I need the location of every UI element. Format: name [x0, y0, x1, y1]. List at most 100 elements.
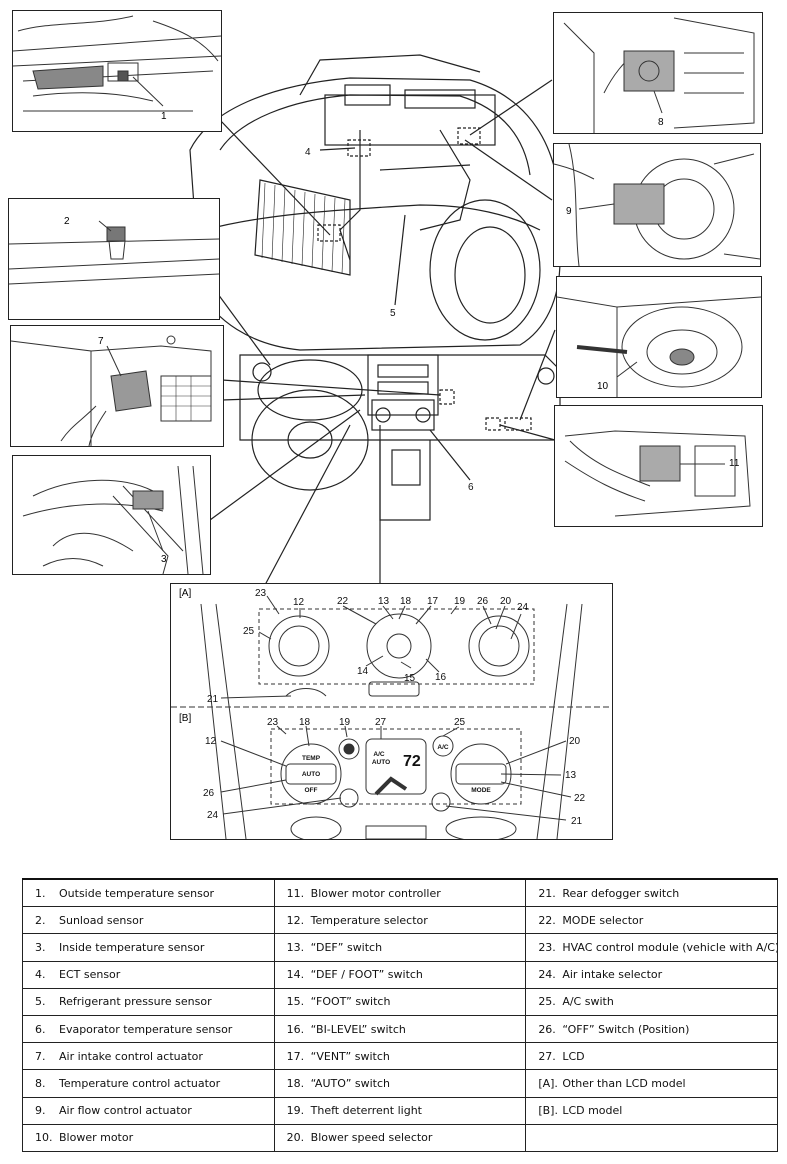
panel-a-label-13: 13 [378, 596, 390, 607]
legend-text: Air intake control actuator [59, 1049, 203, 1063]
legend-number: 10. [35, 1131, 53, 1145]
panel-b-label-12: 12 [205, 736, 217, 747]
legend-number: 16. [286, 1022, 305, 1036]
legend-row: 7. Air intake control actuator 17. “VENT” s… [22, 1042, 778, 1071]
legend-text: LCD model [562, 1104, 623, 1118]
legend-number: 2. [35, 913, 46, 927]
legend-number: 24. [538, 968, 556, 982]
inset-2-drawing: 2 [9, 216, 219, 285]
panel-b-label-21: 21 [571, 816, 583, 827]
panel-b-label-13: 13 [565, 770, 577, 781]
callout-3: 3 [161, 554, 167, 565]
legend-cell: 16. “BI-LEVEL” switch [273, 1014, 527, 1044]
legend-cell: 4.ECT sensor [22, 960, 275, 989]
hvac-panel-drawing: [A] [B] 23 12 22 13 18 17 19 26 20 24 25… [171, 588, 612, 839]
panel-b-label-23: 23 [267, 717, 279, 728]
legend-cell: 17. “VENT” switch [273, 1042, 527, 1071]
legend-number: 23. [538, 940, 556, 954]
ac-button-label: A/C [437, 744, 449, 751]
inset-7-drawing: 7 [11, 335, 212, 446]
legend-cell: 5.Refrigerant pressure sensor [22, 987, 275, 1016]
legend-cell [525, 1123, 778, 1152]
legend-text: Temperature control actuator [59, 1076, 221, 1090]
legend-number: 8. [35, 1076, 46, 1090]
lcd-temperature-readout: 72 [403, 753, 421, 770]
panel-a-label-21: 21 [207, 694, 219, 705]
legend-text: “BI-LEVEL” switch [310, 1022, 406, 1036]
legend-cell: 27.LCD [525, 1042, 778, 1071]
legend-number: 4. [35, 968, 46, 982]
legend-number: 3. [35, 940, 46, 954]
panel-a-label-24: 24 [517, 602, 529, 613]
panel-a-label-18: 18 [400, 596, 412, 607]
legend-number: 12. [286, 913, 305, 927]
legend-number: 17. [286, 1049, 305, 1063]
legend-text: Evaporator temperature sensor [59, 1022, 233, 1036]
panel-b-label-19: 19 [339, 717, 351, 728]
callout-6: 6 [468, 482, 474, 493]
legend-text: Air flow control actuator [59, 1104, 192, 1118]
legend-number: 21. [538, 886, 556, 900]
inset-blower-motor-controller: 11 [554, 405, 763, 527]
legend-cell: 8. Temperature control actuator [22, 1069, 275, 1098]
lcd-ac-label: A/C [373, 751, 385, 758]
callout-4: 4 [305, 147, 311, 158]
legend-number: 7. [35, 1049, 46, 1063]
legend-text: A/C swith [562, 995, 614, 1009]
legend-cell: 22.MODE selector [525, 906, 778, 935]
legend-cell: 12. Temperature selector [273, 906, 527, 935]
legend-cell: 10.Blower motor [22, 1123, 275, 1152]
panel-b-tag: [B] [179, 713, 191, 724]
panel-a-label-16: 16 [435, 672, 447, 683]
callout-1: 1 [161, 111, 167, 122]
legend-text: “VENT” switch [310, 1049, 390, 1063]
legend-number: 15. [286, 995, 305, 1009]
inset-11-drawing: 11 [564, 430, 751, 517]
knob-off-label: OFF [305, 787, 318, 794]
inset-air-intake-control-actuator: 7 [10, 325, 224, 447]
legend-cell: 21. Rear defogger switch [525, 878, 778, 908]
callout-11: 11 [729, 458, 740, 469]
inset-blower-motor: 10 [556, 276, 762, 398]
knob-mode-label: MODE [471, 787, 491, 794]
legend-text: Sunload sensor [59, 913, 144, 927]
legend-cell: 24.Air intake selector [525, 960, 778, 989]
legend-number: 1. [35, 886, 46, 900]
legend-cell: 6. Evaporator temperature sensor [22, 1014, 275, 1044]
inset-8-drawing: 8 [563, 17, 755, 133]
inset-9-drawing: 9 [554, 144, 760, 266]
legend-number: 6. [35, 1022, 46, 1036]
panel-a-label-23: 23 [255, 588, 267, 599]
legend-number: 9. [35, 1104, 46, 1118]
inset-air-flow-control-actuator: 9 [553, 143, 761, 267]
panel-a-label-17: 17 [427, 596, 439, 607]
legend-cell: 26.“OFF” Switch (Position) [525, 1014, 778, 1044]
legend-text: Other than LCD model [562, 1076, 686, 1090]
legend-cell: 2. Sunload sensor [22, 906, 275, 935]
legend-text: Rear defogger switch [562, 886, 680, 900]
legend-row: 6. Evaporator temperature sensor 16. “BI-LE… [22, 1014, 778, 1044]
legend-number: [A]. [538, 1076, 558, 1090]
legend-text: Blower speed selector [310, 1131, 433, 1145]
panel-b-label-22: 22 [574, 793, 586, 804]
legend-text: Temperature selector [310, 913, 428, 927]
legend-cell: 9. Air flow control actuator [22, 1096, 275, 1125]
inset-10-drawing: 10 [557, 296, 761, 397]
panel-b-label-18: 18 [299, 717, 311, 728]
inset-inside-temperature-sensor: 3 [12, 455, 211, 575]
legend-number: 25. [538, 995, 556, 1009]
hvac-panel-detail: [A] [B] 23 12 22 13 18 17 19 26 20 24 25… [170, 583, 613, 840]
panel-b-label-25: 25 [454, 717, 466, 728]
legend-cell: 20.Blower speed selector [273, 1123, 527, 1152]
legend-text: Theft deterrent light [310, 1104, 422, 1118]
knob-auto-label: AUTO [302, 771, 320, 778]
legend-number: 11. [286, 886, 305, 900]
panel-a-label-26: 26 [477, 596, 489, 607]
legend-text: “OFF” Switch (Position) [562, 1022, 690, 1036]
legend-cell: 23.HVAC control module (vehicle with A/C… [525, 933, 778, 962]
